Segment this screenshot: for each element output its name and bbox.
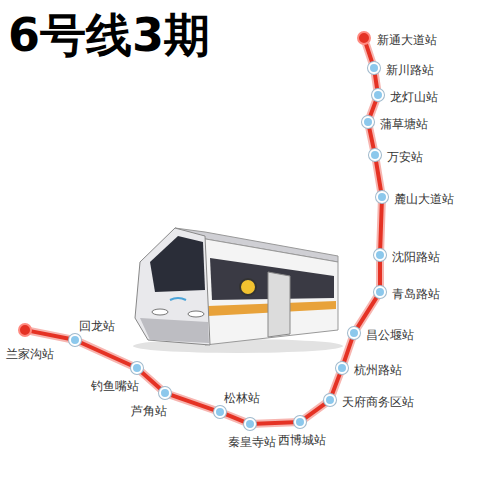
station-marker: 龙灯山站: [372, 89, 384, 101]
line-core: [370, 101, 376, 117]
station-name: 沈阳路站: [392, 250, 440, 264]
station-marker: 松林站: [214, 406, 226, 418]
station-marker: 天府商务区站: [324, 394, 336, 406]
line-segment: [226, 414, 245, 422]
train-headlight: [152, 309, 168, 315]
line-core: [366, 45, 372, 63]
station-name: 松林站: [224, 391, 260, 405]
station-marker: 青岛路站: [374, 286, 386, 298]
station-marker: 沈阳路站: [374, 249, 386, 261]
train-logo: [240, 279, 256, 295]
line-core: [378, 261, 382, 286]
line-glow: [366, 45, 372, 63]
train-front: [135, 228, 210, 345]
station-marker: 西博城站: [294, 416, 306, 428]
line-core: [380, 203, 382, 249]
line-segment: [332, 374, 340, 395]
line-glow: [370, 101, 376, 117]
line-segment: [375, 74, 377, 89]
line-segment: [357, 297, 377, 328]
station-name: 蒲草塘站: [380, 117, 428, 131]
line-core: [171, 395, 215, 410]
terminal-station: 新通大道站: [357, 31, 371, 45]
line-core: [376, 161, 381, 191]
line-segment: [80, 342, 131, 365]
line-glow: [141, 372, 160, 389]
station-name: 杭州路站: [354, 363, 402, 377]
line-glow: [171, 395, 215, 410]
line-core: [80, 342, 131, 365]
station-name: 新通大道站: [377, 33, 437, 47]
station-name: 青岛路站: [392, 287, 440, 301]
station-name: 西博城站: [278, 433, 326, 447]
map-title: 6号线3期: [8, 8, 210, 62]
line-glow: [380, 203, 382, 249]
station-name: 新川路站: [386, 63, 434, 77]
station-name: 芦角站: [131, 404, 167, 418]
line-segment: [344, 339, 352, 363]
line-glow: [375, 74, 377, 89]
line-segment: [376, 161, 381, 191]
line-core: [305, 404, 325, 419]
station-name: 秦皇寺站: [228, 435, 276, 449]
train-body: [200, 238, 338, 345]
line-glow: [305, 404, 325, 419]
line-glow: [376, 261, 384, 286]
line-glow: [376, 161, 381, 191]
line-segment: [370, 101, 376, 117]
line-segment: [380, 261, 381, 286]
line-segment: [369, 128, 374, 149]
station-name: 天府商务区站: [342, 395, 414, 409]
line-segment: [256, 422, 294, 424]
station-name: 钓鱼嘴站: [91, 379, 139, 393]
train-skirt: [140, 318, 209, 343]
station-name: 回龙站: [79, 319, 115, 333]
line-glow: [332, 374, 340, 395]
station-marker: 杭州路站: [336, 362, 348, 374]
line-segment: [32, 331, 69, 338]
station-marker: 芦角站: [159, 387, 171, 399]
line-glow: [226, 414, 245, 422]
line-core: [226, 414, 245, 422]
line-segment: [171, 395, 215, 410]
line-core: [32, 331, 69, 338]
line-segment: [141, 372, 160, 389]
line-core: [141, 372, 160, 389]
station-marker: 新川路站: [368, 62, 380, 74]
train-windshield: [150, 236, 205, 292]
station-name: 兰家沟站: [6, 347, 54, 361]
line-core: [256, 422, 294, 424]
station-marker: 蒲草塘站: [362, 116, 374, 128]
station-name: 龙灯山站: [390, 90, 438, 104]
line-glow: [369, 128, 374, 149]
station-marker: 万安站: [369, 149, 381, 161]
train-headlight: [188, 311, 204, 317]
line-glow: [357, 297, 377, 328]
train-door: [268, 272, 290, 337]
station-marker: 钓鱼嘴站: [131, 362, 143, 374]
line-core: [369, 128, 374, 149]
line-segment: [305, 404, 325, 419]
line-glow: [256, 422, 294, 424]
line-glow: [32, 331, 69, 338]
station-name: 昌公堰站: [366, 328, 414, 342]
station-name: 万安站: [387, 150, 423, 164]
station-marker: 回龙站: [69, 334, 81, 346]
line-glow: [344, 339, 352, 363]
station-name: 麓山大道站: [394, 192, 454, 206]
line-core: [357, 297, 377, 328]
line-segment: [380, 203, 382, 249]
line-core: [344, 339, 352, 363]
station-marker: 麓山大道站: [376, 191, 388, 203]
line-core: [375, 74, 377, 89]
station-marker: 秦皇寺站: [244, 418, 256, 430]
station-marker: 昌公堰站: [348, 327, 360, 339]
line-glow: [80, 342, 131, 365]
line-core: [332, 374, 340, 395]
terminal-station: 兰家沟站: [18, 323, 32, 337]
train-emblem: [170, 298, 186, 300]
line-segment: [366, 45, 372, 63]
